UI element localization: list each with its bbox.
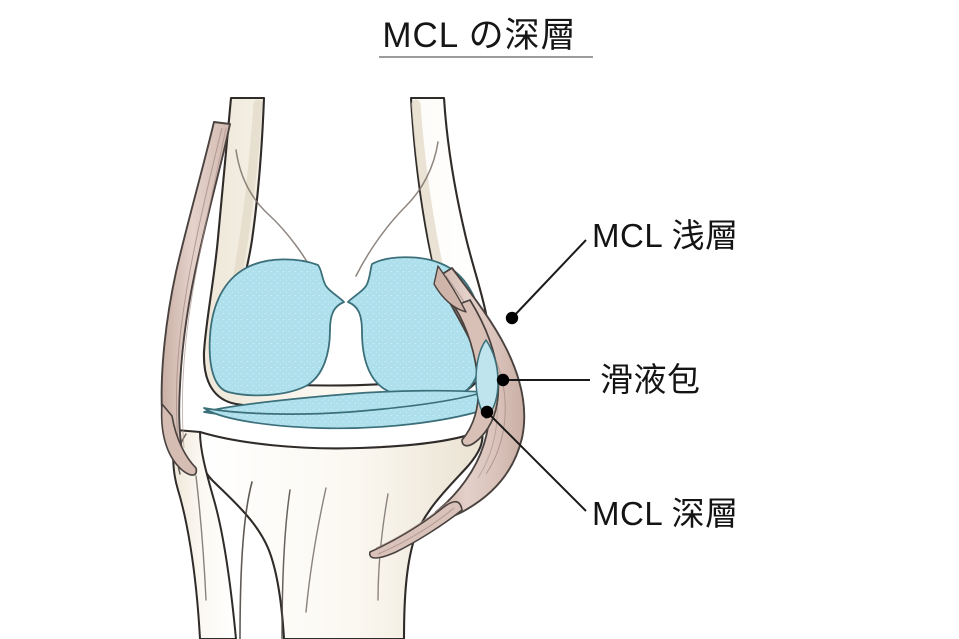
page-title: MCL の深層	[382, 16, 577, 55]
tibia-contour-a	[239, 481, 253, 639]
cartilage-medial-condyle	[208, 258, 345, 397]
lcl-band-group	[160, 121, 231, 476]
tibia-contour-b	[281, 489, 291, 639]
label-mcl-deep: MCL 深層	[592, 495, 739, 532]
cartilage-lateral-condyle	[347, 256, 484, 400]
lcl-insertion-foot	[160, 403, 198, 476]
femur-condyle-contour-right	[355, 141, 439, 277]
label-bursa: 滑液包	[600, 361, 701, 398]
leader-lines-group	[480, 239, 590, 512]
mcl-fan-striation-2	[375, 501, 449, 549]
lcl-striation-1	[175, 127, 223, 441]
mcl-fan-striation-1	[377, 507, 455, 555]
femur-condyle-contour-left	[235, 149, 319, 281]
leader-dot-deep	[480, 405, 494, 419]
tibia-contour-c	[305, 487, 327, 613]
mcl-distal-fan	[369, 500, 463, 559]
page-title-block: MCL の深層	[0, 14, 959, 58]
leader-line-deep	[486, 411, 587, 512]
mcl-proximal-attachment	[433, 265, 467, 313]
tibia-fibula-group	[172, 428, 484, 639]
cartilage-tibial-right	[203, 391, 485, 430]
leader-dot-bursa	[496, 373, 510, 387]
fibula	[172, 429, 237, 639]
label-mcl-superficial: MCL 浅層	[592, 217, 739, 254]
lcl-striation-2	[182, 127, 227, 449]
title-underline	[379, 56, 593, 58]
leader-dot-superficial	[505, 311, 519, 325]
leader-line-superficial	[511, 239, 587, 319]
fibula-contour	[195, 475, 207, 601]
tibia	[198, 428, 484, 639]
